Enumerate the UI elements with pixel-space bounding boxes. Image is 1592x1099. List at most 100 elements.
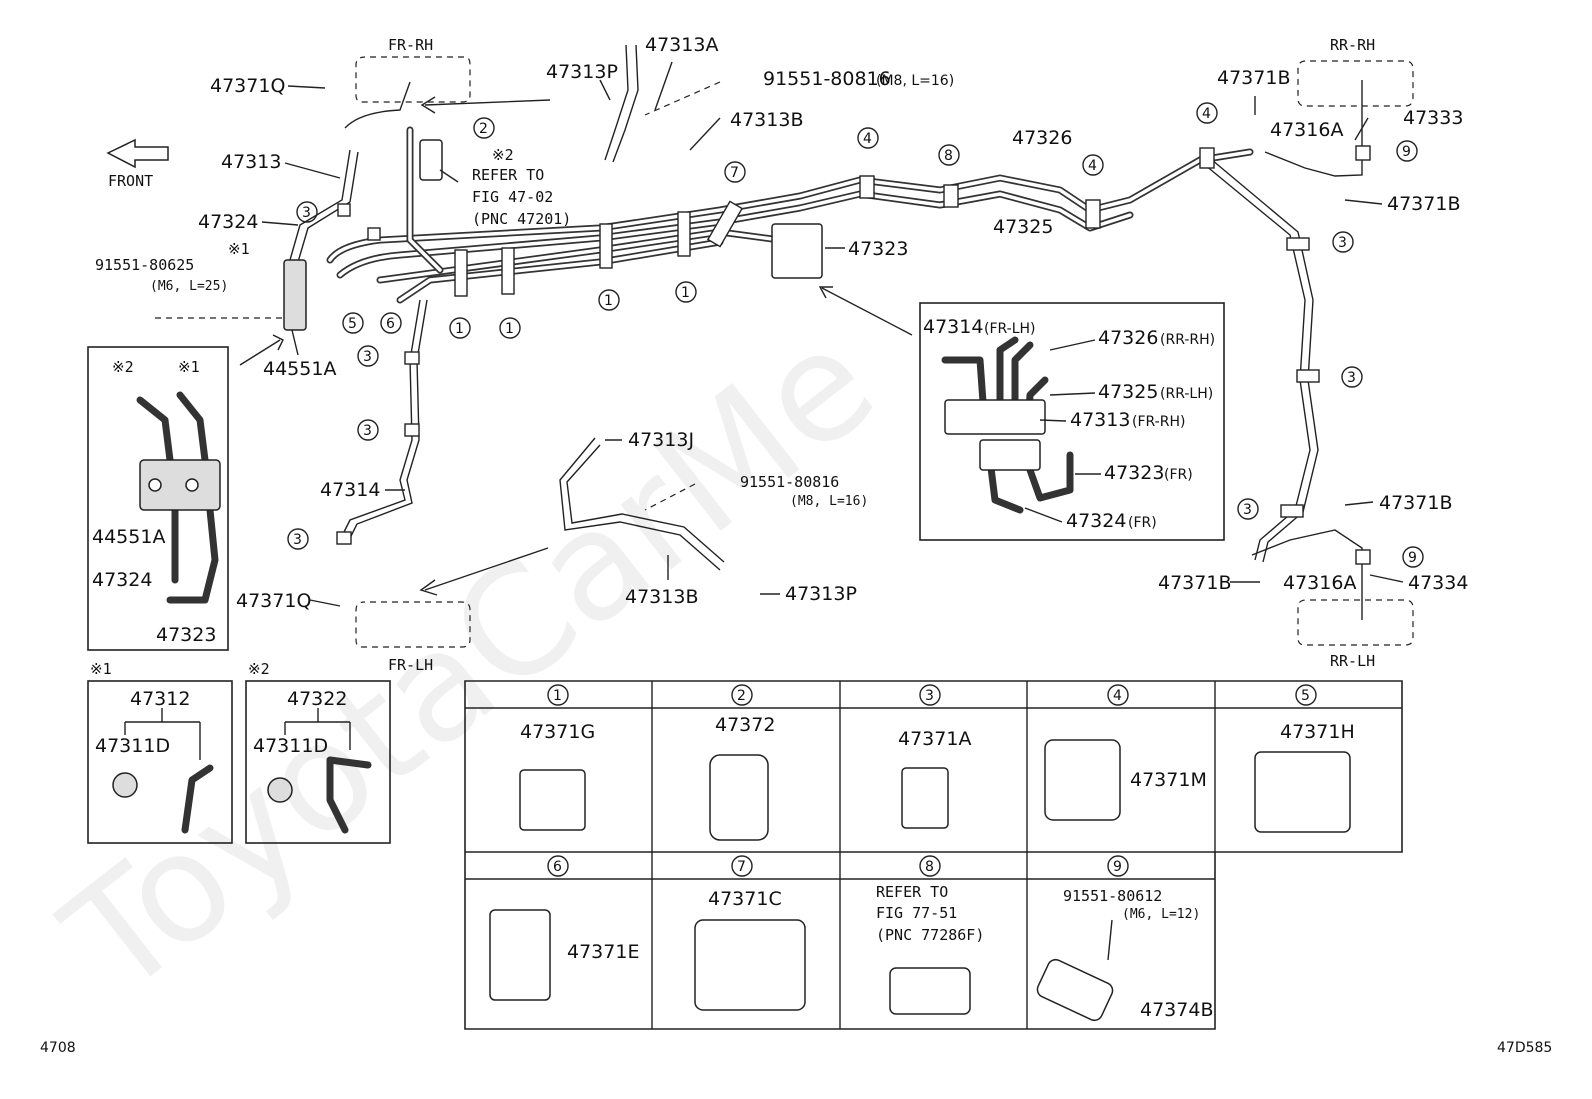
svg-text:9: 9 [1408,550,1417,566]
svg-text:FIG 77-51: FIG 77-51 [876,904,957,922]
svg-text:47371H: 47371H [1280,721,1355,743]
svg-text:(FR): (FR) [1128,515,1157,531]
svg-text:6: 6 [553,859,562,875]
svg-text:FR-LH: FR-LH [388,656,433,674]
svg-text:47313A: 47313A [645,34,718,56]
svg-text:(RR-RH): (RR-RH) [1160,332,1215,348]
svg-text:47326: 47326 [1012,127,1072,149]
svg-text:RR-LH: RR-LH [1330,652,1375,670]
clamp-cell-3: 3 47371A [898,684,971,829]
svg-text:2: 2 [479,121,488,137]
svg-text:6: 6 [386,316,395,332]
front-label: FRONT [108,172,153,190]
svg-text:3: 3 [302,205,311,221]
svg-text:47322: 47322 [287,688,347,710]
svg-text:47371A: 47371A [898,728,971,750]
front-arrow-icon [106,138,169,169]
svg-text:47371E: 47371E [567,941,639,963]
svg-text:47371Q: 47371Q [210,75,285,97]
svg-text:(PNC 47201): (PNC 47201) [472,210,571,228]
svg-text:3: 3 [1347,370,1356,386]
svg-text:91551-80612: 91551-80612 [1063,887,1162,905]
svg-text:3: 3 [1243,502,1252,518]
svg-text:47333: 47333 [1403,107,1463,129]
svg-text:44551A: 44551A [263,358,336,380]
zone-rr-rh: RR-RH [1297,36,1414,107]
clamp-cell-5: 5 47371H [1254,684,1355,833]
svg-text:4: 4 [863,131,872,147]
svg-text:8: 8 [944,148,953,164]
svg-text:91551-80625: 91551-80625 [95,256,194,274]
clamp-icon [889,967,971,1015]
svg-text:FR-RH: FR-RH [388,36,433,54]
svg-text:5: 5 [348,316,357,332]
svg-text:47314: 47314 [320,479,380,501]
svg-text:3: 3 [363,423,372,439]
svg-text:(RR-LH): (RR-LH) [1160,386,1213,402]
clamp-icon [709,754,769,841]
svg-text:47371M: 47371M [1130,769,1207,791]
clamp-cell-6: 6 47371E [489,855,639,1001]
svg-text:※1: ※1 [178,358,200,376]
svg-text:9: 9 [1402,144,1411,160]
svg-text:※1: ※1 [228,240,250,258]
inset-x2: ※2 47322 47311D [245,660,391,844]
valve-fr-rh [419,139,443,181]
clamp-cell-2: 2 47372 [709,684,775,841]
svg-text:47371B: 47371B [1387,193,1460,215]
svg-text:47323: 47323 [848,238,908,260]
inset-junction: 47314 (FR-LH) 47326 (RR-RH) 47325 (RR-LH… [919,302,1225,541]
svg-text:47324: 47324 [1066,510,1126,532]
svg-text:47316A: 47316A [1283,572,1356,594]
svg-text:3: 3 [925,688,934,704]
svg-text:※2: ※2 [492,146,514,164]
inset-block: ※2 ※1 44551A 47324 47323 [87,346,229,651]
svg-text:91551-80816: 91551-80816 [763,68,891,90]
clamp-cell-7: 7 47371C [694,855,806,1011]
svg-text:47325: 47325 [993,216,1053,238]
svg-text:44551A: 44551A [92,526,165,548]
junction-block-47323 [771,223,823,279]
svg-text:47313: 47313 [221,151,281,173]
svg-text:8: 8 [925,859,934,875]
svg-text:47326: 47326 [1098,327,1158,349]
svg-text:1: 1 [604,293,613,309]
clamp-icon [1254,751,1351,833]
clamp-icon [901,767,949,829]
svg-text:(M8, L=16): (M8, L=16) [790,494,868,509]
svg-text:4: 4 [1088,158,1097,174]
svg-text:47324: 47324 [198,211,258,233]
svg-text:47313P: 47313P [546,61,618,83]
svg-text:REFER TO: REFER TO [876,883,948,901]
svg-text:3: 3 [1338,235,1347,251]
svg-text:※1: ※1 [90,660,112,678]
svg-text:(M8, L=16): (M8, L=16) [876,73,954,89]
clamp-icon [694,919,806,1011]
clamp-icon [489,909,551,1001]
svg-text:(PNC 77286F): (PNC 77286F) [876,926,984,944]
clamp-cell-1: 1 47371G [519,684,595,831]
clamp-markers [336,145,1371,565]
svg-text:47314: 47314 [923,316,983,338]
zone-fr-lh: FR-LH [355,601,471,674]
svg-text:47371B: 47371B [1379,492,1452,514]
clamp-icon [1036,958,1114,1022]
svg-text:FIG 47-02: FIG 47-02 [472,188,553,206]
footer-left: 4708 [40,1040,76,1056]
svg-text:REFER TO: REFER TO [472,166,544,184]
svg-text:4: 4 [1113,688,1122,704]
svg-text:2: 2 [737,688,746,704]
leader-lines [261,61,1404,607]
callout-circles: 2 3 5 6 1 1 1 1 7 4 8 4 4 9 3 3 3 9 3 3 … [287,102,1424,568]
svg-text:(M6, L=12): (M6, L=12) [1122,907,1200,922]
svg-text:※2: ※2 [248,660,270,678]
clamp-cell-4: 4 47371M [1044,684,1207,821]
svg-text:1: 1 [553,688,562,704]
svg-text:(M6, L=25): (M6, L=25) [150,279,228,294]
svg-text:(FR-RH): (FR-RH) [1132,414,1185,430]
clamp-icon [1044,739,1121,821]
svg-text:47371Q: 47371Q [236,590,311,612]
clamp-icon [519,769,586,831]
clamp-cell-8: 8 REFER TO FIG 77-51 (PNC 77286F) [876,855,984,1015]
